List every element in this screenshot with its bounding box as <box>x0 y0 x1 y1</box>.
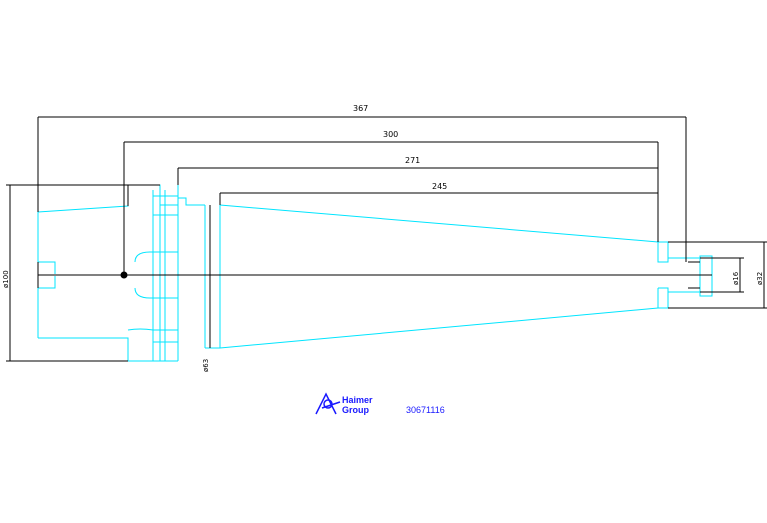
dim-d32-label: ø32 <box>756 272 764 285</box>
dim-d63-label: ø63 <box>202 359 210 372</box>
dimension-diameter-16: ø16 <box>700 257 744 293</box>
logo-line2: Group <box>342 405 369 415</box>
dim-245-label: 245 <box>432 182 447 191</box>
dimension-300: 300 <box>123 130 659 275</box>
dim-d100-label: ø100 <box>2 270 10 288</box>
dimension-271: 271 <box>177 156 658 185</box>
dim-271-label: 271 <box>405 156 420 165</box>
haimer-logo: Haimer Group 30671116 <box>315 392 445 415</box>
dimension-diameter-32: ø32 <box>668 241 767 309</box>
part-centerline <box>37 172 712 289</box>
logo-line1: Haimer <box>342 395 373 405</box>
dim-d16-label: ø16 <box>732 271 740 285</box>
logo-figure-icon <box>315 392 341 415</box>
tool-holder-outline <box>37 172 713 362</box>
dim-300-label: 300 <box>383 130 398 139</box>
dimension-diameter-100: ø100 <box>2 184 128 362</box>
dim-367-label: 367 <box>353 104 368 113</box>
dimension-diameter-63: ø63 <box>202 205 211 372</box>
part-number: 30671116 <box>406 405 445 415</box>
dimension-245: 245 <box>219 182 658 205</box>
dimension-367: 367 <box>37 104 687 262</box>
